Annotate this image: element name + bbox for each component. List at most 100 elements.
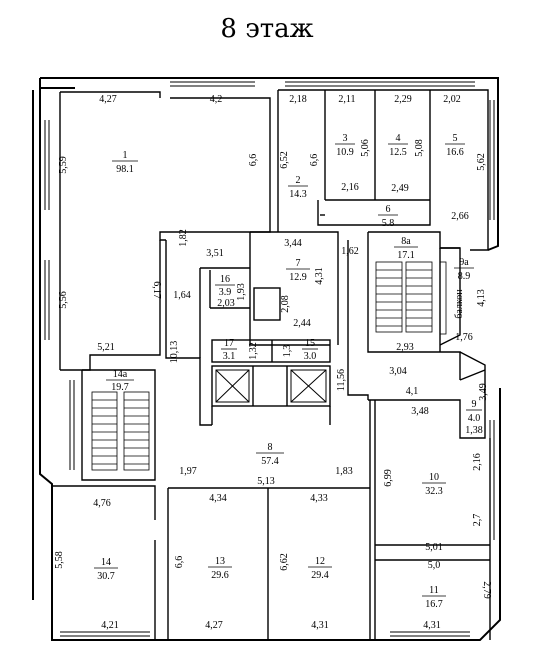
room-number: 6 — [386, 204, 391, 215]
dim-label: 1,62 — [341, 246, 359, 257]
room-area: 29.6 — [211, 570, 229, 581]
room-5: 5 16.6 — [445, 133, 465, 158]
room-8a: 8a 17.1 — [394, 236, 418, 261]
room-8: 8 57.4 — [256, 442, 284, 467]
dim-label: 4,21 — [101, 620, 119, 631]
dim-label: 4,31 — [311, 620, 329, 631]
dim-label: 2,08 — [280, 295, 291, 313]
dim-label: 3,51 — [206, 248, 224, 259]
interior-walls — [52, 89, 491, 640]
room-area: 4.0 — [468, 413, 481, 424]
dim-label: 2,16 — [341, 182, 359, 193]
room-number: 14a — [113, 369, 128, 380]
room-9: 9 4.0 — [466, 399, 482, 424]
dim-label: 6,52 — [279, 151, 290, 169]
dimension-labels: 4,27 4,2 2,18 2,11 2,29 2,02 5,59 6,6 6,… — [54, 94, 492, 631]
room-14: 14 30.7 — [94, 557, 118, 582]
room-6: 6 5.8 — [378, 204, 398, 229]
room-13: 13 29.6 — [208, 556, 232, 581]
dim-label: 5,59 — [58, 156, 69, 174]
elevator-shafts — [215, 369, 327, 403]
room-area: 14.3 — [289, 189, 307, 200]
room-number: 17 — [224, 338, 234, 349]
room-number: 8 — [268, 442, 273, 453]
room-area: 3.0 — [304, 351, 317, 362]
dim-label: 2,16 — [472, 453, 483, 471]
room-7: 7 12.9 — [286, 258, 310, 283]
dim-label: 3,04 — [389, 366, 407, 377]
dim-label: 1,83 — [335, 466, 353, 477]
dim-label: 6,17 — [151, 281, 162, 299]
dim-label: 2,29 — [394, 94, 412, 105]
page-title: 8 этаж — [220, 14, 314, 44]
balcony-label: балкон — [454, 289, 465, 319]
dim-label: 3,49 — [478, 383, 489, 401]
dim-label: 2,7 — [472, 514, 483, 527]
room-area: 30.7 — [97, 571, 115, 582]
dim-label: 4,76 — [93, 498, 111, 509]
dim-label: 6,99 — [383, 469, 394, 487]
dim-label: 2,66 — [451, 211, 469, 222]
dim-label: 4,13 — [476, 289, 487, 307]
room-area: 57.4 — [261, 456, 279, 467]
dim-label: 4,1 — [406, 386, 419, 397]
dim-label: 6,62 — [279, 553, 290, 571]
room-area: 12.9 — [289, 272, 307, 283]
dim-label: 1,64 — [173, 290, 191, 301]
room-area: 8.9 — [458, 271, 471, 282]
dim-label: 2,02 — [443, 94, 461, 105]
dim-label: 2,49 — [391, 183, 409, 194]
room-11: 11 16.7 — [422, 585, 446, 610]
windows — [44, 81, 495, 637]
room-number: 3 — [343, 133, 348, 144]
dim-label: 5,08 — [414, 139, 425, 157]
dim-label: 2,18 — [289, 94, 307, 105]
room-number: 11 — [429, 585, 439, 596]
room-9a: 9a 8.9 — [454, 257, 474, 282]
dim-label: 1,82 — [178, 229, 189, 247]
dim-label: 2,11 — [338, 94, 355, 105]
dim-label: 4,34 — [209, 493, 227, 504]
dim-label: 1,97 — [179, 466, 197, 477]
dim-label: 2,44 — [293, 318, 311, 329]
dim-label: 5,06 — [360, 139, 371, 157]
dim-label: 1,93 — [236, 283, 247, 301]
dim-label: 6,6 — [248, 154, 259, 167]
dim-label: 1,38 — [465, 425, 483, 436]
dim-label: 1,3 — [282, 345, 293, 358]
room-number: 9a — [459, 257, 469, 268]
room-15: 15 3.0 — [302, 338, 318, 362]
room-16: 16 3.9 — [215, 274, 235, 298]
room-area: 10.9 — [336, 147, 354, 158]
dim-label: 4,2 — [210, 94, 223, 105]
room-number: 7 — [296, 258, 301, 269]
room-area: 16.7 — [425, 599, 443, 610]
room-number: 2 — [296, 175, 301, 186]
dim-label: 4,27 — [99, 94, 117, 105]
dim-label: 4,27 — [205, 620, 223, 631]
room-number: 12 — [315, 556, 325, 567]
room-labels: 1 98.1 2 14.3 3 10.9 4 12.5 5 16.6 6 5.8 — [94, 133, 482, 610]
room-10: 10 32.3 — [422, 472, 446, 497]
room-area: 98.1 — [116, 164, 134, 175]
dim-label: 3,44 — [284, 238, 302, 249]
dim-label: 5,01 — [425, 542, 443, 553]
dim-label: 2,79 — [481, 581, 492, 599]
room-number: 10 — [429, 472, 439, 483]
room-number: 15 — [305, 338, 315, 349]
dim-label: 5,0 — [428, 560, 441, 571]
dim-label: 5,58 — [54, 551, 65, 569]
dim-label: 2,03 — [217, 298, 235, 309]
room-1: 1 98.1 — [112, 150, 138, 175]
room-area: 17.1 — [397, 250, 415, 261]
room-number: 13 — [215, 556, 225, 567]
dim-label: 5,21 — [97, 342, 115, 353]
dim-label: 4,31 — [423, 620, 441, 631]
dim-label: 2,93 — [396, 342, 414, 353]
stair-14a — [91, 391, 150, 471]
room-number: 5 — [453, 133, 458, 144]
dim-label: 1,76 — [455, 332, 473, 343]
room-number: 8a — [401, 236, 411, 247]
room-area: 19.7 — [111, 382, 129, 393]
